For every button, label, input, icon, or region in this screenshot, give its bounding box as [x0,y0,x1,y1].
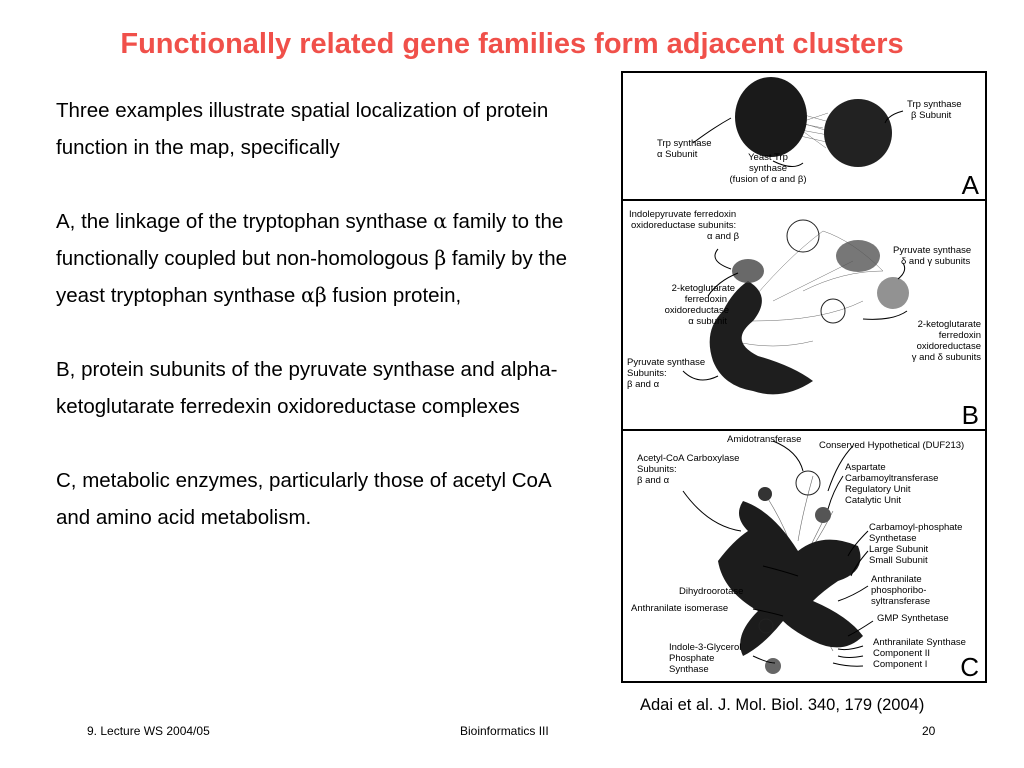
igp-cluster [765,658,781,674]
label-asp-3: Regulatory Unit [845,484,911,495]
point-a-text-3: family by the yeast tryptophan synthase [56,247,568,307]
label-asp-4: Catalytic Unit [845,495,901,506]
citation: Adai et al. J. Mol. Biol. 340, 179 (2004… [640,696,925,714]
label-gmp: GMP Synthetase [877,613,949,624]
label-pyr-ba-2: Subunits: [627,368,667,379]
label-igp-3: Synthase [669,664,709,675]
alphabeta-symbol: αβ [301,283,327,307]
label-anth-pr-1: Anthranilate [871,574,922,585]
panel-b-letter: B [961,400,979,430]
figure-panel-c: Amidotransferase Conserved Hypothetical … [623,431,985,681]
label-trp-alpha-1: Trp synthase [657,138,712,149]
label-anth-pr-2: phosphoribo- [871,585,927,596]
label-yeast-1: Yeast Trp [748,152,788,163]
label-pyr-ba-3: β and α [627,379,660,390]
label-anth-iso: Anthranilate isomerase [631,603,729,614]
beta-symbol: β [434,246,447,270]
label-anth-syn-2: Component II [873,648,931,659]
label-kg-a-3: oxidoreductase [664,305,729,316]
label-indo-1: Indolepyruvate ferredoxin [629,209,737,220]
label-indo-3: α and β [707,231,740,242]
metabolic-cluster [718,501,863,656]
label-acc-2: Subunits: [637,464,677,475]
panel-c-letter: C [960,652,979,682]
label-kg-gd-1: 2-ketoglutarate [917,319,981,330]
label-yeast-3: (fusion of α and β) [729,174,807,185]
intro-paragraph: Three examples illustrate spatial locali… [56,99,549,159]
pyruvate-ba-cluster [709,281,813,395]
kg-alpha-cluster [732,259,764,283]
point-b-paragraph: B, protein subunits of the pyruvate synt… [56,358,558,418]
label-igp-1: Indole-3-Glycerol [669,642,742,653]
label-trp-beta-2: β Subunit [911,110,952,121]
label-asp-1: Aspartate [845,462,886,473]
alpha-symbol: α [433,209,448,233]
label-anth-syn-3: Component I [873,659,928,670]
label-trp-beta-1: Trp synthase [907,99,962,110]
label-asp-2: Carbamoyltransferase [845,473,939,484]
footer-page-number: 20 [922,724,936,738]
cluster-map-figure: Trp synthase β Subunit Trp synthase α Su… [621,71,987,683]
amido-cluster [795,470,821,496]
indolepyruvate-cluster [786,219,820,253]
panel-b-network [682,219,909,395]
footer-left: 9. Lecture WS 2004/05 [87,724,210,738]
figure-panel-a: Trp synthase β Subunit Trp synthase α Su… [623,73,985,201]
point-c-paragraph: C, metabolic enzymes, particularly those… [56,469,551,529]
point-a-text-4: fusion protein, [326,284,462,307]
slide-body: Three examples illustrate spatial locali… [56,92,576,573]
label-kg-a-1: 2-ketoglutarate [671,283,735,294]
label-duf: Conserved Hypothetical (DUF213) [819,440,965,451]
label-pyr-gd-1: Pyruvate synthase [893,245,972,256]
figure-panel-b: Indolepyruvate ferredoxin oxidoreductase… [623,201,985,431]
label-dihydro: Dihydroorotase [679,586,744,597]
label-yeast-2: synthase [748,163,788,174]
trp-beta-cluster [824,99,892,167]
panel-c-network [682,440,874,674]
point-a-text-2: family to the functionally coupled but n… [56,210,564,270]
label-cps-3: Large Subunit [869,544,929,555]
label-cps-2: Synthetase [869,533,917,544]
label-pyr-ba-1: Pyruvate synthase [627,357,706,368]
label-acc-3: β and α [637,475,670,486]
label-acc-1: Acetyl-CoA Carboxylase [637,453,740,464]
footer-center: Bioinformatics III [460,724,549,738]
label-pyr-gd-2: δ and γ subunits [901,256,971,267]
label-igp-2: Phosphate [669,653,715,664]
point-a-paragraph: A, the linkage of the tryptophan synthas… [56,203,576,314]
label-kg-a-4: α subunit [688,316,727,327]
label-indo-2: oxidoreductase subunits: [631,220,737,231]
slide-title: Functionally related gene families form … [120,28,904,60]
label-cps-4: Small Subunit [869,555,928,566]
point-a-text-1: A, the linkage of the tryptophan synthas… [56,210,434,233]
label-anth-pr-3: syltransferase [871,596,931,607]
label-anth-syn-1: Anthranilate Synthase [873,637,966,648]
trp-alpha-cluster [735,77,807,157]
label-kg-gd-4: γ and δ subunits [911,352,981,363]
panel-a-letter: A [961,170,979,200]
label-trp-alpha-2: α Subunit [657,149,698,160]
pyruvate-gd-cluster [877,277,909,309]
label-kg-gd-2: ferredoxin [938,330,981,341]
label-kg-gd-3: oxidoreductase [916,341,981,352]
label-amido: Amidotransferase [727,434,802,445]
label-cps-1: Carbamoyl-phosphate [869,522,963,533]
panel-a-network [692,77,904,167]
label-kg-a-2: ferredoxin [684,294,727,305]
